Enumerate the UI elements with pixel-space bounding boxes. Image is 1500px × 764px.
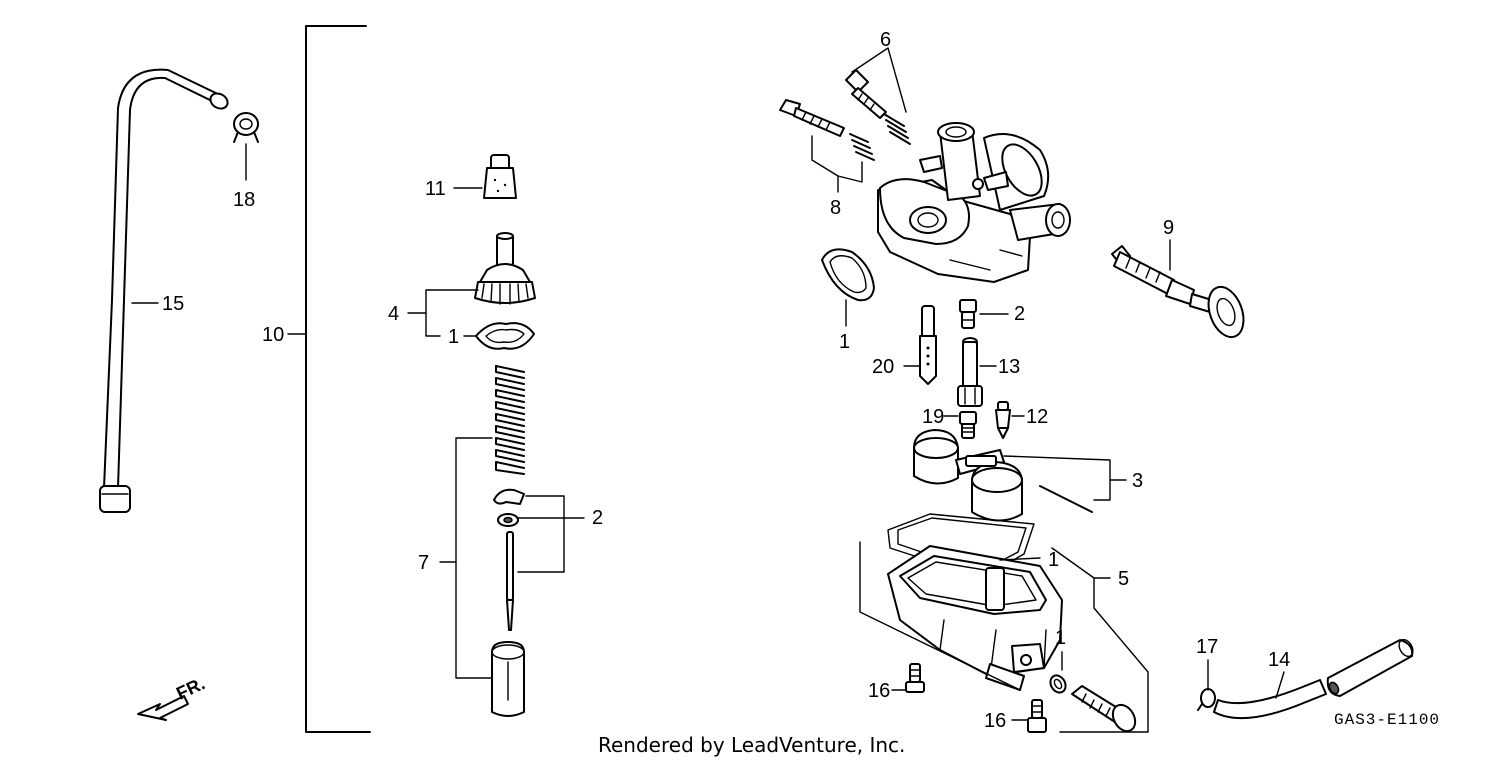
callout-2-needle: 2 (592, 507, 603, 529)
slow-jet-2[interactable] (959, 299, 977, 329)
float-pin[interactable] (1039, 485, 1093, 513)
carburetor-top-cap-4[interactable] (474, 232, 536, 305)
float-chamber-gasket[interactable] (887, 513, 1035, 579)
chamber-screw-16a[interactable] (905, 663, 925, 693)
callout-9: 9 (1163, 217, 1174, 239)
callout-11: 11 (425, 178, 446, 200)
drain-screw[interactable] (1071, 685, 1140, 735)
callout-1-cap: 1 (448, 326, 459, 348)
callout-16-b: 16 (984, 710, 1006, 732)
front-direction-arrow: FR. (137, 673, 208, 721)
callout-18: 18 (233, 189, 255, 211)
callout-2-jet: 2 (1014, 303, 1025, 325)
callout-20: 20 (872, 356, 894, 378)
callout-4: 4 (388, 303, 399, 325)
callout-16-a: 16 (868, 680, 890, 702)
drain-tube-14[interactable] (1213, 637, 1416, 720)
chamber-screw-16b[interactable] (1027, 699, 1047, 733)
callout-5: 5 (1118, 568, 1129, 590)
callout-6: 6 (880, 29, 891, 51)
callout-8: 8 (830, 197, 841, 219)
callout-10: 10 (262, 324, 284, 346)
drain-tube-clip-17[interactable] (1197, 688, 1216, 711)
callout-1-bowl-gasket: 1 (1048, 549, 1059, 571)
callout-17: 17 (1196, 636, 1218, 658)
jet-needle[interactable] (506, 531, 514, 631)
cable-cap-11[interactable] (483, 154, 517, 199)
callout-1-float: 1 (1055, 627, 1066, 649)
callout-3: 3 (1132, 470, 1143, 492)
throttle-stop-spring[interactable] (849, 133, 875, 161)
throttle-stop-screw-8[interactable] (779, 99, 845, 137)
cap-gasket-1[interactable] (475, 322, 535, 350)
throttle-spring[interactable] (495, 365, 525, 475)
fuel-tube-15[interactable] (99, 68, 230, 513)
throttle-valve[interactable] (491, 641, 525, 717)
float-valve-12[interactable] (995, 401, 1011, 439)
callout-14: 14 (1268, 649, 1290, 671)
callout-7: 7 (418, 552, 429, 574)
drain-o-ring-1[interactable] (1047, 673, 1068, 696)
callout-12: 12 (1026, 406, 1048, 428)
callout-15: 15 (162, 293, 184, 315)
body-o-ring-1[interactable] (821, 248, 875, 302)
pilot-screw-6[interactable] (845, 69, 887, 119)
credit-text: Rendered by LeadVenture, Inc. (598, 733, 905, 757)
callout-19: 19 (922, 406, 944, 428)
pilot-screw-spring[interactable] (883, 113, 911, 145)
tube-clip-18[interactable] (233, 112, 259, 143)
diagram-code: GAS3-E1100 (1334, 711, 1440, 729)
choke-plunger-9[interactable] (1111, 245, 1250, 342)
needle-jet-holder-20[interactable] (919, 305, 937, 385)
needle-clip[interactable] (493, 488, 525, 505)
main-jet-19[interactable] (959, 411, 977, 439)
needle-retainer[interactable] (497, 513, 519, 527)
callout-13: 13 (998, 356, 1020, 378)
callout-1-oring: 1 (839, 331, 850, 353)
float-3[interactable] (913, 429, 1023, 522)
carburetor-body[interactable] (877, 122, 1071, 283)
needle-jet-13[interactable] (957, 337, 983, 407)
